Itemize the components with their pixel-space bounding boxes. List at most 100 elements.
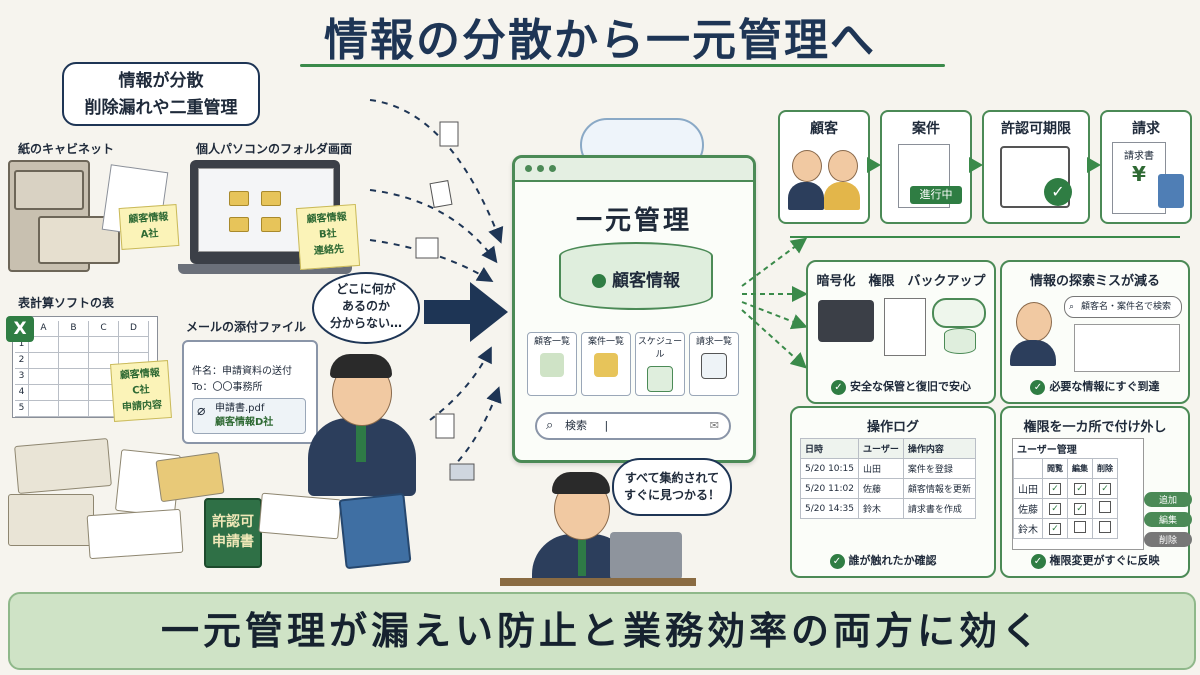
row-header: 3 bbox=[15, 369, 29, 385]
laptop-icon bbox=[610, 532, 682, 580]
bottom-banner: 一元管理が漏えい防止と業務効率の両方に効く bbox=[8, 592, 1196, 670]
column-header: B bbox=[59, 321, 89, 337]
feature-caption: ✓権限変更がすぐに反映 bbox=[1002, 552, 1188, 569]
document-icon bbox=[435, 413, 455, 439]
person-hair bbox=[330, 354, 392, 378]
log-cell: 顧客情報を更新 bbox=[902, 478, 976, 499]
feature-caption: ✓必要な情報にすぐ到達 bbox=[1002, 378, 1188, 395]
module-case-list[interactable]: 案件一覧 bbox=[581, 332, 631, 396]
green-application-book: 許認可 申請書 bbox=[204, 498, 262, 568]
permission-cell bbox=[1067, 518, 1093, 539]
module-schedule[interactable]: スケジュール bbox=[635, 332, 685, 396]
permission-checkbox[interactable]: ✓ bbox=[1099, 482, 1111, 495]
permission-header: 閲覧 bbox=[1042, 458, 1068, 479]
log-header-row: 日時 ユーザー 操作内容 bbox=[799, 438, 976, 459]
dashed-arrows bbox=[369, 99, 504, 481]
folder-icon bbox=[229, 217, 249, 232]
log-cell: 山田 bbox=[858, 458, 904, 479]
column-header: A bbox=[29, 321, 59, 337]
permission-checkbox[interactable]: ✓ bbox=[1074, 482, 1086, 495]
folder-icon bbox=[229, 191, 249, 206]
permission-cell: ✓ bbox=[1042, 518, 1068, 539]
permission-checkbox[interactable]: ✓ bbox=[1049, 482, 1061, 495]
presenter-line2: すぐに見つかる！ bbox=[623, 488, 720, 502]
feature-permissions: 権限を一カ所で付け外し ユーザー管理 閲覧編集削除山田✓✓✓佐藤✓✓鈴木✓ 追加… bbox=[1000, 406, 1192, 578]
search-label: 検索 bbox=[565, 419, 587, 432]
flow-card-customer: 顧客 bbox=[778, 110, 870, 224]
search-input[interactable]: ⌕顧客名・案件名で検索 bbox=[1064, 296, 1182, 318]
email-label: メールの添付ファイル bbox=[186, 320, 307, 334]
big-arrow-icon bbox=[424, 282, 508, 342]
flow-connector-line bbox=[790, 236, 1180, 238]
results-window bbox=[1074, 324, 1180, 372]
permission-table: 閲覧編集削除山田✓✓✓佐藤✓✓鈴木✓ bbox=[1013, 458, 1118, 539]
feature-title: 暗号化 権限 バックアップ bbox=[816, 274, 986, 289]
check-icon: ✓ bbox=[1044, 178, 1072, 206]
problem-bubble: 情報が分散 削除漏れや二重管理 bbox=[62, 62, 260, 126]
laptop-base bbox=[178, 264, 352, 274]
permission-cell bbox=[1092, 498, 1118, 519]
email-to: To：〇〇事務所 bbox=[192, 382, 263, 393]
confused-person-illustration bbox=[298, 346, 426, 496]
grid-cell bbox=[29, 385, 59, 401]
person-icon bbox=[540, 353, 564, 377]
user-name: 鈴木 bbox=[1013, 518, 1043, 539]
add-permission-button[interactable]: 追加 bbox=[1144, 492, 1192, 507]
database-icon bbox=[944, 328, 976, 354]
laptop-lock-icon bbox=[818, 300, 874, 342]
invoice-label: 請求書 bbox=[1124, 151, 1154, 162]
grid-cell bbox=[59, 353, 89, 369]
log-header: 操作内容 bbox=[902, 438, 976, 459]
thought-line1: どこに何が bbox=[336, 282, 396, 296]
document-icon bbox=[439, 121, 459, 147]
edit-permission-button[interactable]: 編集 bbox=[1144, 512, 1192, 527]
green-book-line1: 許認可 bbox=[212, 514, 254, 530]
module-customer-list[interactable]: 顧客一覧 bbox=[527, 332, 577, 396]
dashed-arrow bbox=[449, 386, 502, 471]
column-header: D bbox=[119, 321, 149, 337]
grid-cell bbox=[59, 385, 89, 401]
permission-header: 削除 bbox=[1092, 458, 1118, 479]
person-tie bbox=[578, 536, 586, 576]
person-suit bbox=[824, 182, 860, 210]
search-input[interactable]: ⌕ 検索 | ✉ bbox=[535, 412, 731, 440]
feature-caption-text: 誰が触れたか確認 bbox=[848, 554, 937, 567]
note-customer-a: 顧客情報 A社 bbox=[118, 204, 180, 250]
permission-checkbox[interactable]: ✓ bbox=[1049, 522, 1061, 535]
hub-connector-arrows bbox=[741, 237, 808, 369]
table-row: 鈴木 ✓ bbox=[1013, 518, 1118, 539]
person-suit bbox=[1010, 340, 1056, 366]
permission-checkbox[interactable]: ✓ bbox=[1074, 502, 1086, 515]
check-icon: ✓ bbox=[1030, 553, 1046, 569]
central-management-window: 一元管理 顧客情報 顧客一覧 案件一覧 スケジュール 請求一覧 ⌕ 検索 | ✉ bbox=[512, 155, 756, 463]
grid-cell bbox=[59, 337, 89, 353]
person-icon bbox=[828, 150, 858, 182]
problem-line-2: 削除漏れや二重管理 bbox=[84, 98, 238, 118]
feature-operation-log: 操作ログ 日時 ユーザー 操作内容 5/20 10:15 山田 案件を登録 5/… bbox=[790, 406, 996, 578]
module-label: 顧客一覧 bbox=[533, 337, 570, 347]
thought-line3: 分からない… bbox=[329, 316, 402, 330]
feature-caption: ✓誰が触れたか確認 bbox=[782, 552, 984, 569]
module-label: スケジュール bbox=[637, 337, 683, 360]
feature-search: 情報の探索ミスが減る ⌕顧客名・案件名で検索 ✓必要な情報にすぐ到達 bbox=[1000, 260, 1190, 404]
log-header: 日時 bbox=[799, 438, 860, 459]
grid-cell bbox=[29, 401, 59, 417]
permission-checkbox[interactable] bbox=[1099, 521, 1111, 533]
person-head bbox=[1016, 302, 1052, 342]
delete-permission-button[interactable]: 削除 bbox=[1144, 532, 1192, 547]
dashed-arrow bbox=[369, 239, 494, 283]
flow-arrow-icon bbox=[969, 157, 983, 173]
search-query: 顧客名・案件名で検索 bbox=[1081, 302, 1172, 312]
folder-icon bbox=[261, 191, 281, 206]
permission-checkbox[interactable]: ✓ bbox=[1049, 502, 1061, 515]
document-icon bbox=[429, 180, 453, 208]
permission-checkbox[interactable] bbox=[1074, 521, 1086, 533]
search-icon: ⌕ bbox=[546, 418, 554, 433]
row-header: 4 bbox=[15, 385, 29, 401]
log-cell: 佐藤 bbox=[858, 478, 904, 499]
permission-checkbox[interactable] bbox=[1099, 501, 1111, 513]
module-invoice-list[interactable]: 請求一覧 bbox=[689, 332, 739, 396]
flow-card-deadline: 許認可期限 ✓ bbox=[982, 110, 1090, 224]
feature-caption: ✓安全な保管と復旧で安心 bbox=[808, 378, 994, 395]
page-title: 情報の分散から一元管理へ bbox=[324, 15, 876, 66]
